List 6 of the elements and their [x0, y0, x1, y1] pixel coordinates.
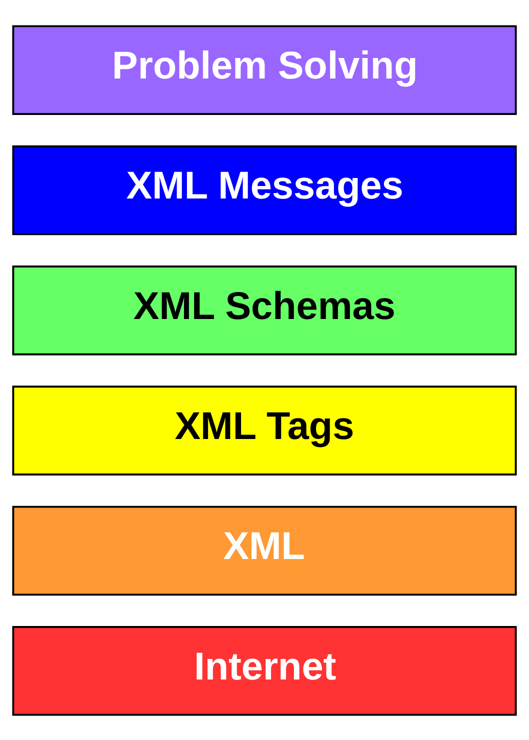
node-box: Problem Solving [12, 24, 517, 114]
node-box: XML [12, 505, 517, 596]
node-box: XML Schemas [12, 265, 517, 355]
node-box: XML Messages [12, 144, 517, 235]
node-box: XML Tags [12, 385, 517, 475]
node-box: Internet [12, 626, 517, 716]
